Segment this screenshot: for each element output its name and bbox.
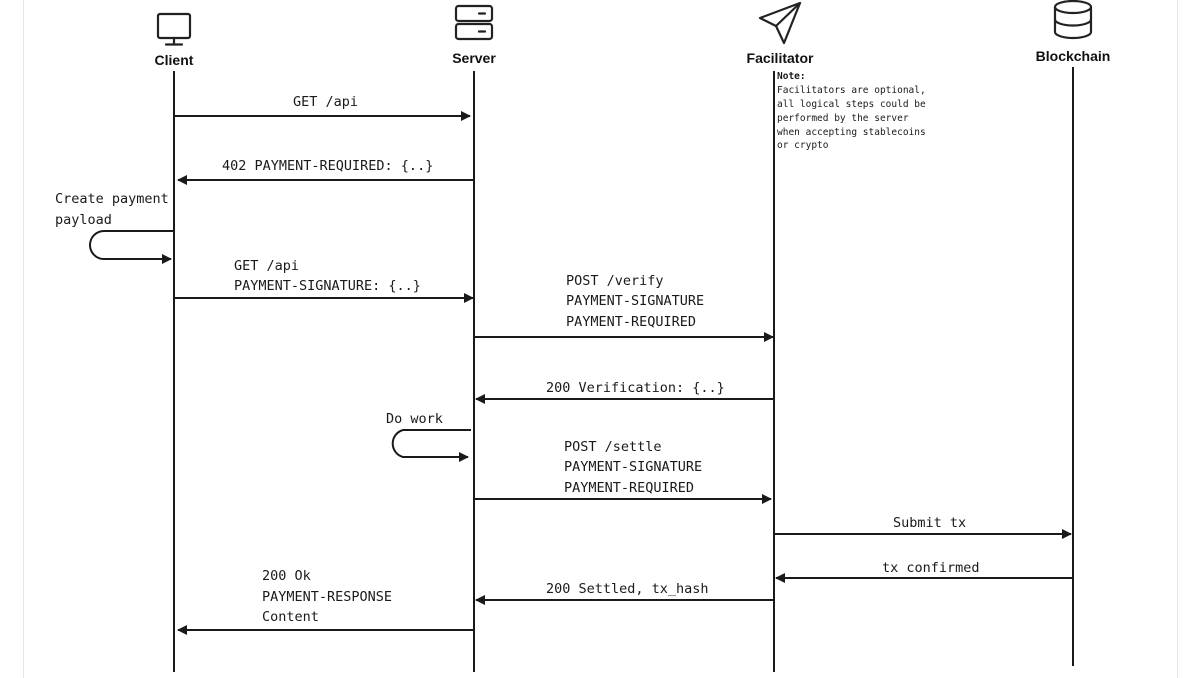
message-post-verify: POST /verify PAYMENT-SIGNATURE PAYMENT-R… — [475, 273, 774, 342]
paper-plane-icon — [758, 1, 802, 45]
message-label: POST /settle — [564, 439, 662, 455]
self-loop-arrow — [89, 230, 173, 264]
message-settled: 200 Settled, tx_hash — [475, 581, 773, 605]
message-payment-required: 402 PAYMENT-REQUIRED: {..} — [177, 158, 473, 185]
facilitator-note: Note: Facilitators are optional, all log… — [777, 71, 926, 151]
participant-client-label: Client — [155, 52, 194, 68]
database-icon — [1053, 0, 1093, 40]
message-label: POST /verify — [566, 273, 664, 289]
message-label: 200 Verification: {..} — [546, 380, 725, 396]
message-label: PAYMENT-REQUIRED — [564, 480, 694, 496]
message-label: GET /api — [234, 258, 299, 274]
message-submit-tx: Submit tx — [775, 515, 1072, 539]
server-icon — [454, 4, 494, 41]
diagram-frame — [23, 0, 1178, 678]
message-get-api: GET /api — [175, 94, 471, 121]
self-message-do-work: Do work — [386, 411, 471, 462]
note-line: Facilitators are optional, — [777, 85, 926, 96]
message-label: Submit tx — [893, 515, 966, 531]
message-label: PAYMENT-SIGNATURE: {..} — [234, 278, 421, 294]
message-label: PAYMENT-REQUIRED — [566, 314, 696, 330]
self-loop-arrow — [391, 429, 471, 462]
message-verification-response: 200 Verification: {..} — [475, 380, 773, 404]
message-ok-response: 200 Ok PAYMENT-RESPONSE Content — [177, 568, 473, 635]
message-label: Create payment — [55, 191, 169, 207]
participant-facilitator-label: Facilitator — [747, 50, 814, 66]
message-label: PAYMENT-SIGNATURE — [566, 293, 704, 309]
message-label: Content — [262, 609, 319, 625]
self-message-create-payload: Create payment payload — [55, 191, 173, 264]
note-title: Note: — [777, 71, 806, 82]
message-label: Do work — [386, 411, 443, 427]
message-label: 200 Ok — [262, 568, 311, 584]
message-label: 200 Settled, tx_hash — [546, 581, 709, 597]
message-label: tx confirmed — [882, 560, 980, 576]
note-line: performed by the server — [777, 113, 909, 124]
monitor-icon — [156, 12, 192, 46]
message-label: 402 PAYMENT-REQUIRED: {..} — [222, 158, 433, 174]
note-line: or crypto — [777, 140, 829, 151]
note-line: when accepting stablecoins — [777, 127, 926, 138]
participant-blockchain-label: Blockchain — [1036, 48, 1111, 64]
message-get-api-signed: GET /api PAYMENT-SIGNATURE: {..} — [175, 258, 474, 303]
participant-server-label: Server — [452, 50, 496, 66]
message-label: payload — [55, 212, 112, 228]
note-line: all logical steps could be — [777, 99, 926, 110]
message-post-settle: POST /settle PAYMENT-SIGNATURE PAYMENT-R… — [475, 439, 772, 504]
message-label: PAYMENT-SIGNATURE — [564, 459, 702, 475]
message-tx-confirmed: tx confirmed — [775, 560, 1072, 583]
message-label: PAYMENT-RESPONSE — [262, 589, 392, 605]
message-label: GET /api — [293, 94, 358, 110]
